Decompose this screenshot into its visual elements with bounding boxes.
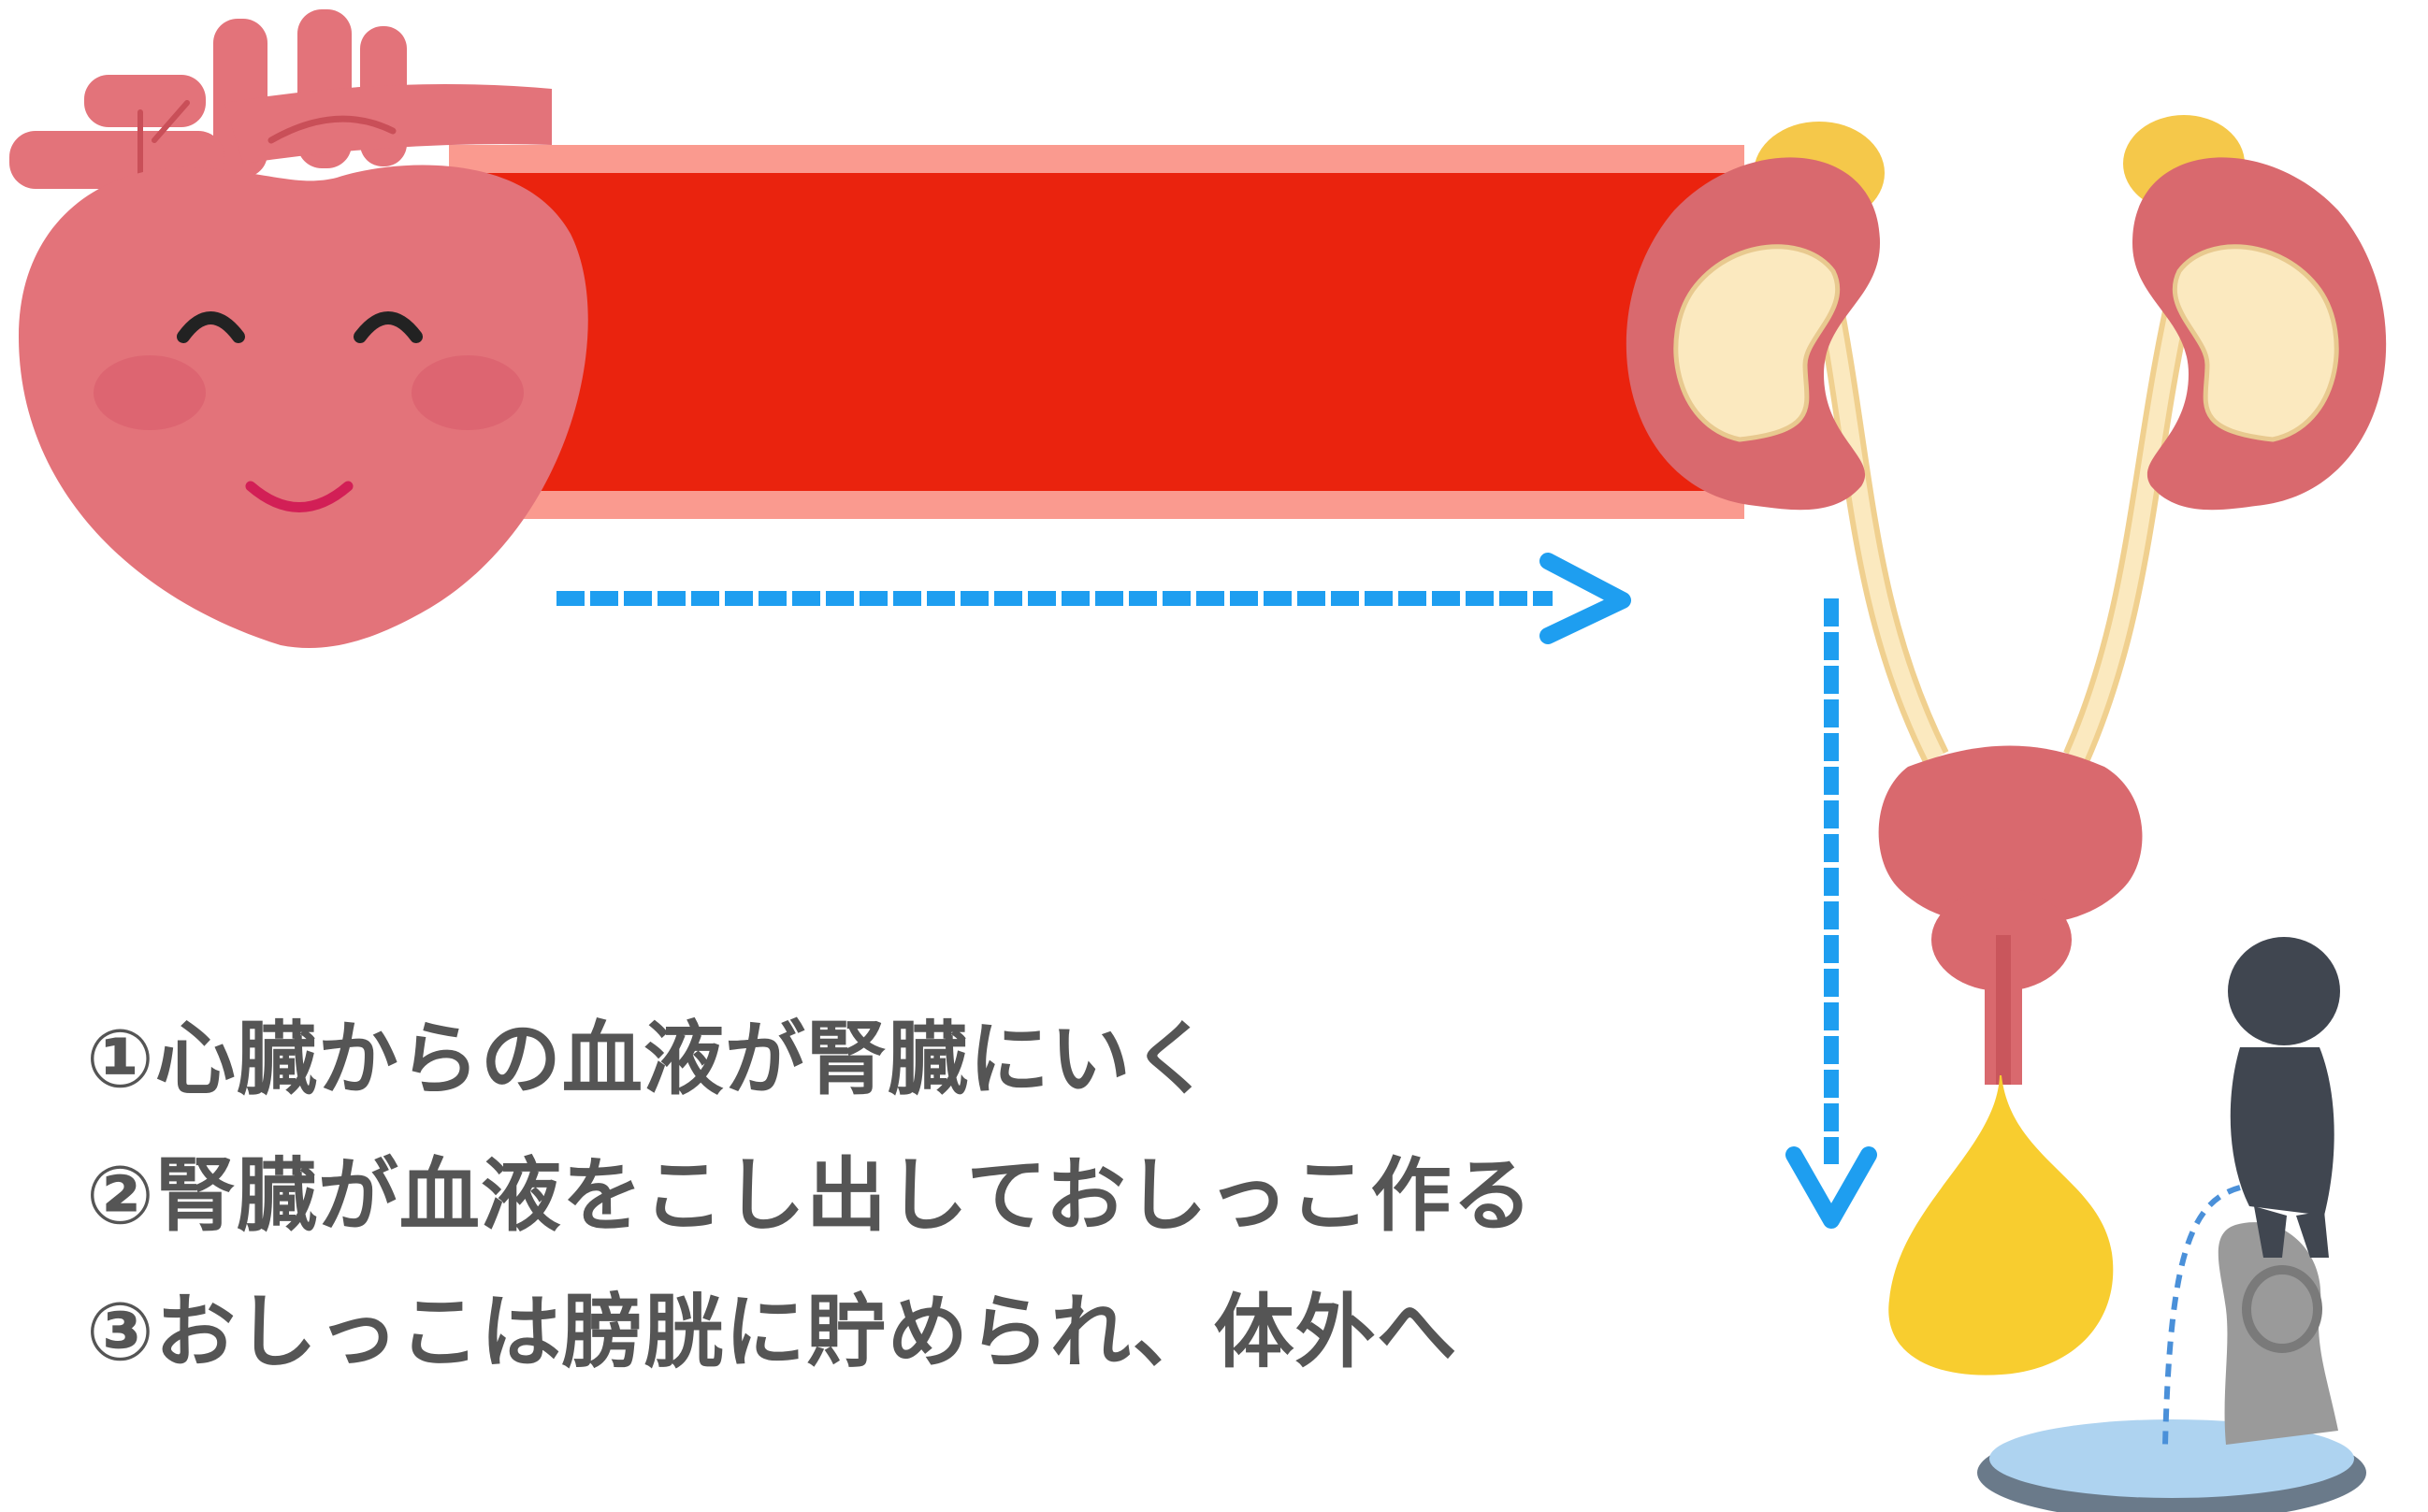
step-3-text: ③おしっこは膀胱に貯められ、体外へ — [86, 1286, 1458, 1379]
kidney-bladder-icon — [1626, 115, 2387, 1085]
arrow-right-icon — [556, 553, 1631, 644]
blood-vessel — [449, 145, 1744, 519]
step-1-text: ①心臓からの血液が腎臓にいく — [86, 1013, 1213, 1106]
step-2-text: ②腎臓が血液をこし出しておしっこ作る — [86, 1149, 1534, 1243]
manneken-pis-icon — [1977, 937, 2366, 1512]
urine-drop-icon — [1888, 1075, 2114, 1375]
step-list: ①心臓からの血液が腎臓にいく ②腎臓が血液をこし出しておしっこ作る ③おしっこは… — [86, 991, 1723, 1401]
arrow-down-icon — [1785, 598, 1877, 1229]
heart-icon — [9, 9, 588, 649]
